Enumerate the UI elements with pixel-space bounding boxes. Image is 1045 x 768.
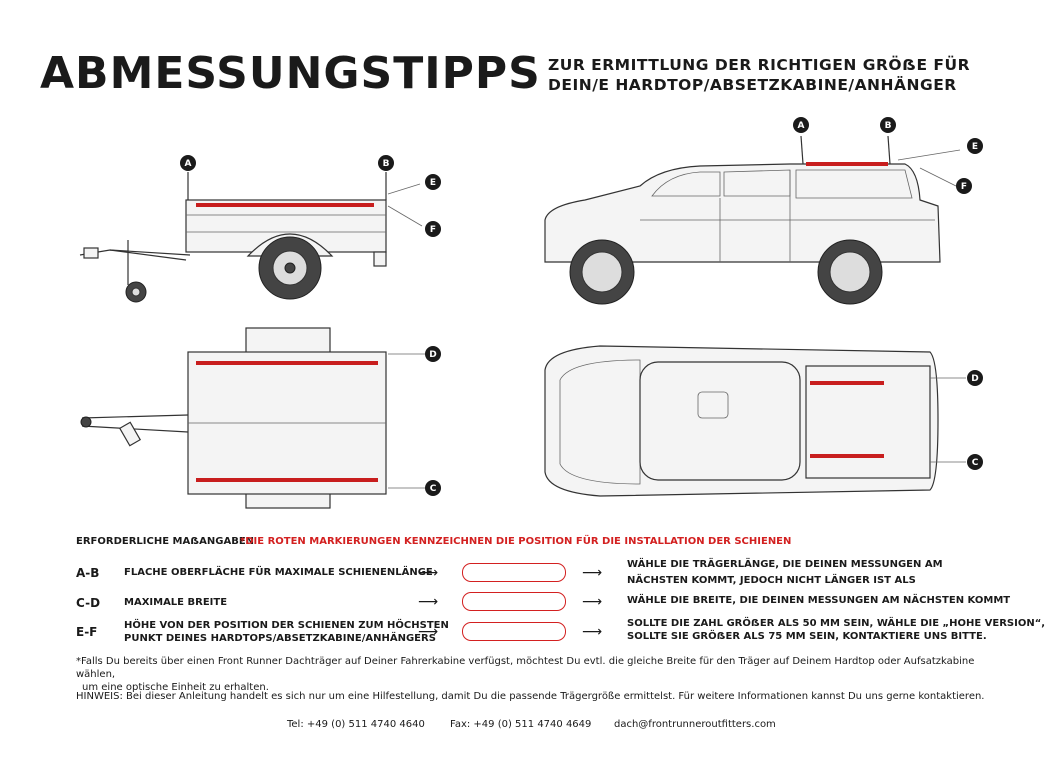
hint-text: HINWEIS: Bei dieser Anleitung handelt es… xyxy=(76,691,985,702)
svg-text:C: C xyxy=(972,458,979,468)
marker-e-trailer: E xyxy=(425,174,441,190)
svg-text:A: A xyxy=(185,159,192,169)
svg-text:B: B xyxy=(885,121,892,131)
footnote: *Falls Du bereits über einen Front Runne… xyxy=(76,655,996,694)
subtitle-line-2: DEIN/E HARDTOP/ABSETZKABINE/ANHÄNGER xyxy=(548,76,957,94)
row-code: E-F xyxy=(76,625,98,639)
subtitle-line-1: ZUR ERMITTLUNG DER RICHTIGEN GRÖẞE FÜR xyxy=(548,56,971,74)
rail-marking-note: *DIE ROTEN MARKIERUNGEN KENNZEICHNEN DIE… xyxy=(240,536,792,547)
svg-text:E: E xyxy=(972,142,978,152)
svg-text:B: B xyxy=(383,159,390,169)
row-result-line-1: WÄHLE DIE BREITE, DIE DEINEN MESSUNGEN A… xyxy=(627,595,1011,606)
arrow-right-icon: ⟶ xyxy=(582,565,603,581)
row-result-line-2: NÄCHSTEN KOMMT, JEDOCH NICHT LÄNGER IST … xyxy=(627,575,916,586)
illustrations: .ln { fill:none; stroke:#333; stroke-wid… xyxy=(79,117,983,509)
row-result: WÄHLE DIE BREITE, DIE DEINEN MESSUNGEN A… xyxy=(627,593,1010,609)
svg-text:D: D xyxy=(971,374,978,384)
measurement-input-c-d[interactable] xyxy=(462,592,566,611)
row-label: MAXIMALE BREITE xyxy=(124,597,228,608)
footnote-line-1: *Falls Du bereits über einen Front Runne… xyxy=(76,656,975,680)
svg-text:F: F xyxy=(961,182,967,192)
marker-b-trailer: B xyxy=(378,155,394,171)
requirements-heading: ERFORDERLICHE MAẞANGABEN xyxy=(76,536,255,547)
svg-text:A: A xyxy=(798,121,805,131)
trailer-top-view xyxy=(80,327,426,509)
truck-side-view xyxy=(544,135,961,305)
marker-c-truck: C xyxy=(967,454,983,470)
marker-f-truck: F xyxy=(956,178,972,194)
row-label-line-1: HÖHE VON DER POSITION DER SCHIENEN ZUM H… xyxy=(124,620,449,631)
measurement-input-e-f[interactable] xyxy=(462,622,566,641)
row-result: WÄHLE DIE TRÄGERLÄNGE, DIE DEINEN MESSUN… xyxy=(627,557,943,589)
contact-email[interactable]: dach@frontrunneroutfitters.com xyxy=(614,719,776,730)
measurement-input-a-b[interactable] xyxy=(462,563,566,582)
marker-f-trailer: F xyxy=(425,221,441,237)
arrow-right-icon: ⟶ xyxy=(582,594,603,610)
marker-b-truck: B xyxy=(880,117,896,133)
row-code: A-B xyxy=(76,566,100,580)
marker-e-truck: E xyxy=(967,138,983,154)
svg-text:C: C xyxy=(430,484,437,494)
marker-a-truck: A xyxy=(793,117,809,133)
marker-a-trailer: A xyxy=(180,155,196,171)
svg-text:F: F xyxy=(430,225,436,235)
page-subtitle: ZUR ERMITTLUNG DER RICHTIGEN GRÖẞE FÜR D… xyxy=(548,55,970,95)
arrow-right-icon: ⟶ xyxy=(582,624,603,640)
svg-text:D: D xyxy=(429,350,436,360)
row-code: C-D xyxy=(76,596,101,610)
contact-fax: Fax: +49 (0) 511 4740 4649 xyxy=(450,719,592,730)
row-label: HÖHE VON DER POSITION DER SCHIENEN ZUM H… xyxy=(124,619,449,645)
row-result-line-2: SOLLTE SIE GRÖẞER ALS 75 MM SEIN, KONTAK… xyxy=(627,631,987,642)
trailer-side-view xyxy=(79,172,423,303)
truck-top-view xyxy=(544,345,966,497)
row-label: FLACHE OBERFLÄCHE FÜR MAXIMALE SCHIENENL… xyxy=(124,567,433,578)
footnote-line-2: um eine optische Einheit zu erhalten. xyxy=(82,682,269,693)
page-title: ABMESSUNGSTIPPS xyxy=(40,48,541,99)
arrow-right-icon: ⟶ xyxy=(418,565,439,581)
row-label-line-2: PUNKT DEINES HARDTOPS/ABSETZKABINE/ANHÄN… xyxy=(124,633,436,644)
marker-d-trailer: D xyxy=(425,346,441,362)
row-result-line-1: WÄHLE DIE TRÄGERLÄNGE, DIE DEINEN MESSUN… xyxy=(627,559,943,570)
row-result: SOLLTE DIE ZAHL GRÖẞER ALS 50 MM SEIN, W… xyxy=(627,617,1045,643)
arrow-right-icon: ⟶ xyxy=(418,594,439,610)
contact-phone: Tel: +49 (0) 511 4740 4640 xyxy=(287,719,425,730)
arrow-right-icon: ⟶ xyxy=(418,624,439,640)
row-result-line-1: SOLLTE DIE ZAHL GRÖẞER ALS 50 MM SEIN, W… xyxy=(627,618,1045,629)
svg-text:E: E xyxy=(430,178,436,188)
marker-d-truck: D xyxy=(967,370,983,386)
marker-c-trailer: C xyxy=(425,480,441,496)
